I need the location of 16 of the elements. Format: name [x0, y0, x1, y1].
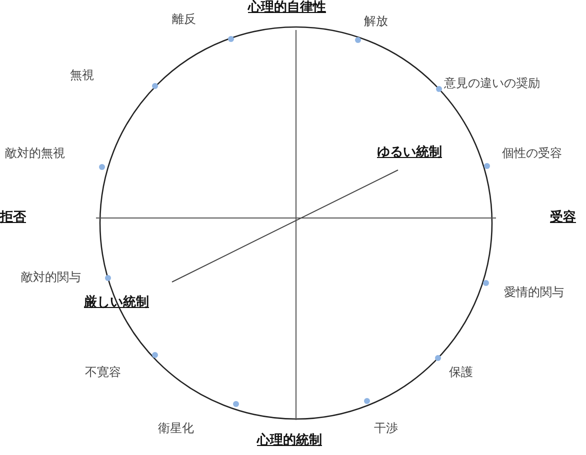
point-label: 干渉 — [374, 421, 398, 435]
point-label: 解放 — [364, 14, 388, 28]
axis-title: 心理的統制 — [257, 434, 322, 448]
axis-title: 受容 — [550, 211, 576, 225]
point-label: 無視 — [70, 68, 94, 82]
point-label: 意見の違いの奨励 — [444, 76, 540, 90]
point-label: 敵対的関与 — [21, 270, 81, 284]
point-label: 愛情的関与 — [504, 285, 564, 299]
point-label: 不寛容 — [85, 365, 121, 379]
point-label: 個性の受容 — [502, 146, 562, 160]
point-label: 衛星化 — [158, 421, 194, 435]
point-label: 敵対的無視 — [5, 146, 65, 160]
point-label: 保護 — [449, 365, 473, 379]
axis-title: 心理的自律性 — [248, 1, 326, 15]
axis-title: ゆるい統制 — [377, 146, 442, 160]
point-label: 離反 — [172, 12, 196, 26]
